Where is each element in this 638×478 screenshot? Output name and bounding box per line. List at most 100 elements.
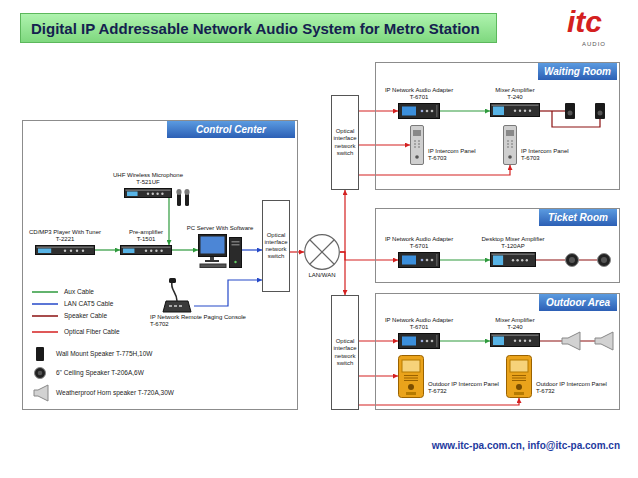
device-part xyxy=(492,335,539,337)
device: Pre-amplifierT-1501 xyxy=(120,245,172,255)
device-part xyxy=(125,189,172,198)
device-part xyxy=(506,130,514,136)
fiber-cable-sample xyxy=(32,331,58,333)
switch-label: Optical interface network switch xyxy=(263,232,289,261)
device-part xyxy=(402,256,416,265)
device-part xyxy=(418,143,419,144)
horn-speaker xyxy=(595,332,613,350)
device-part xyxy=(406,392,416,395)
device-part xyxy=(145,250,147,252)
device-picture xyxy=(490,103,540,117)
device-part xyxy=(508,155,512,159)
legend-text: Aux Cable xyxy=(64,288,94,295)
label-block: IP Network Audio AdapterT-6701 xyxy=(385,87,453,101)
device-part xyxy=(199,235,227,257)
device-part xyxy=(408,384,414,390)
device-part xyxy=(147,193,149,195)
device-name: Desktop Mixer Amplifier xyxy=(481,236,544,243)
speaker-cone xyxy=(568,111,573,116)
device-name: LAN/WAN xyxy=(308,272,335,279)
device-name: CD/MP3 Player With Tuner xyxy=(29,229,101,236)
device: CD/MP3 Player With TunerT-2221 xyxy=(35,245,95,255)
device-part xyxy=(511,146,512,147)
device-part xyxy=(514,110,516,112)
device-part xyxy=(404,375,418,376)
device-part xyxy=(436,335,438,347)
model-number: T-6732 xyxy=(428,388,499,395)
device-part xyxy=(230,238,242,268)
cable xyxy=(359,375,398,376)
device-part xyxy=(152,193,154,195)
device-part xyxy=(492,105,539,107)
device-part xyxy=(402,107,416,116)
device-part xyxy=(436,105,438,117)
area-panel: Ticket RoomIP Network Audio AdapterT-670… xyxy=(375,208,620,283)
device: IP Network Remote Paging ConsoleT-6702 xyxy=(160,278,194,312)
label-block: IP Intercom PanelT-6703 xyxy=(428,148,476,162)
device-part xyxy=(436,254,438,266)
device-part xyxy=(122,247,171,249)
device-part xyxy=(529,340,531,342)
title-text: Digital IP Addressable Network Audio Sys… xyxy=(31,20,480,37)
device-part xyxy=(493,256,503,266)
device-part xyxy=(210,257,214,260)
panel-title: Waiting Room xyxy=(544,63,611,80)
label-holder: itc xyxy=(567,7,602,37)
cable xyxy=(168,198,169,245)
handheld-microphone xyxy=(176,189,189,206)
device-part xyxy=(174,305,177,307)
device-part xyxy=(232,244,240,246)
device-part xyxy=(411,126,424,165)
wall-speaker-icon xyxy=(36,347,44,361)
device-part xyxy=(521,259,523,261)
cable xyxy=(440,340,490,341)
device-name: Outdoor IP Intercom Panel xyxy=(428,381,499,388)
device: Outdoor IP Intercom PanelT-6732 xyxy=(398,355,424,398)
device-name: IP Network Audio Adapter xyxy=(385,317,453,324)
cable xyxy=(95,249,120,250)
switch-box: Optical interface network switch xyxy=(331,295,359,410)
lan-cable-sample xyxy=(32,303,58,305)
device-part xyxy=(421,259,424,262)
speaker-cable-sample xyxy=(32,315,58,317)
device-picture xyxy=(398,103,440,119)
model-number: T-6703 xyxy=(521,155,569,162)
device-part xyxy=(232,241,240,243)
device-part xyxy=(155,250,157,252)
device-part xyxy=(512,378,526,379)
legend-entry: Weatherproof Horn speaker T-720A,30W xyxy=(56,389,174,396)
ceiling-speaker xyxy=(566,254,579,267)
device-picture xyxy=(124,188,172,198)
device-part xyxy=(70,250,72,252)
legend-text: Wall Mount Speaker T-775H,10W xyxy=(56,350,152,357)
device-part xyxy=(491,104,540,117)
legend-text: Optical Fiber Cable xyxy=(64,328,120,335)
device-picture xyxy=(398,355,424,398)
device-part xyxy=(510,360,528,372)
cable xyxy=(440,259,490,260)
device-part xyxy=(169,278,176,283)
device-part xyxy=(529,110,531,112)
device-part xyxy=(37,247,94,249)
device-part xyxy=(123,249,134,254)
area-panel: Control CenterUHF Wireless MicrophoneT-5… xyxy=(22,120,298,410)
device-part xyxy=(121,246,172,255)
legend-text: LAN CAT5 Cable xyxy=(64,300,113,307)
cable xyxy=(242,249,262,250)
panel-title: Control Center xyxy=(173,121,289,138)
speaker-cone xyxy=(601,257,607,263)
area-panel: Outdoor AreaIP Network Audio AdapterT-67… xyxy=(375,293,620,410)
device-part xyxy=(516,259,518,261)
device-part xyxy=(404,380,418,381)
label-block: PC Server With Software xyxy=(187,225,254,232)
label-block: Mixer AmplifierT-240 xyxy=(495,317,534,331)
aux-cable-sample xyxy=(32,291,58,293)
wall-speaker xyxy=(565,103,575,119)
device-part xyxy=(310,240,334,264)
label-block: Outdoor IP Intercom PanelT-6732 xyxy=(428,381,499,395)
model-number: T-6701 xyxy=(385,243,453,250)
legend-entry: LAN CAT5 Cable xyxy=(64,300,113,307)
device-picture xyxy=(160,278,194,312)
label-block: Desktop Mixer AmplifierT-120AP xyxy=(481,236,544,250)
cable xyxy=(172,249,198,250)
